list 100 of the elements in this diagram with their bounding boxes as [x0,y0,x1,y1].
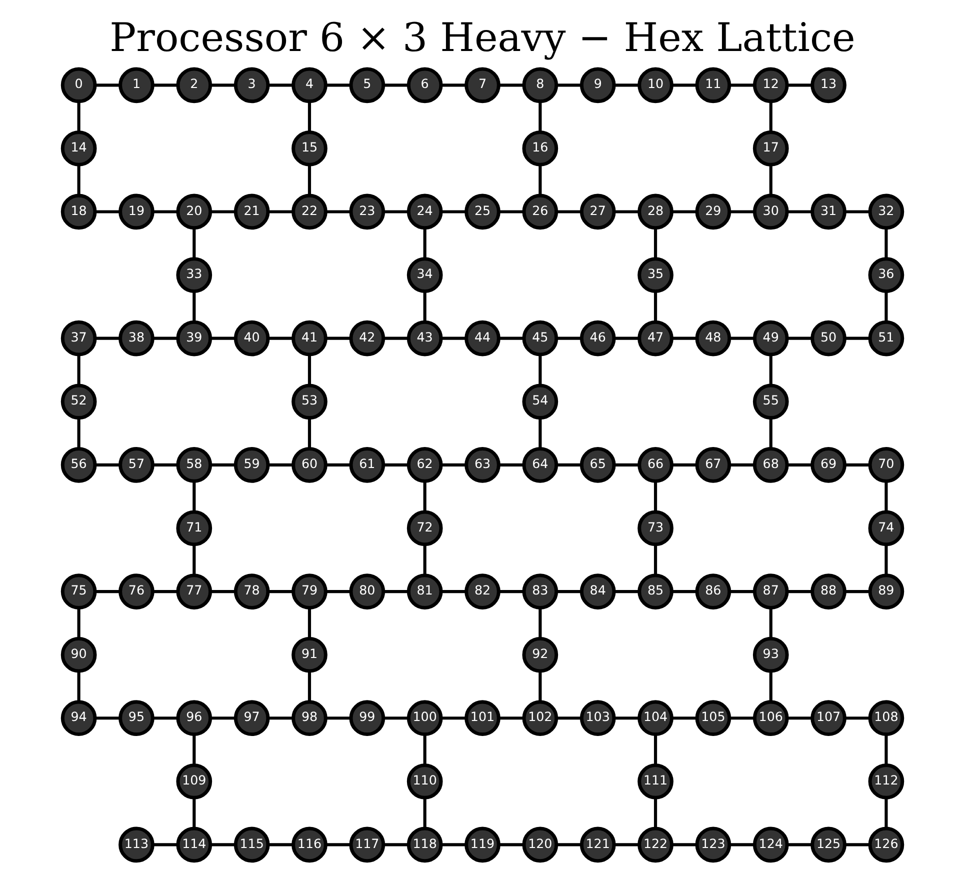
connector [268,716,293,720]
connector [307,102,311,132]
connector [152,590,178,594]
connector [307,418,311,448]
node-circle: 97 [233,700,270,736]
connector [268,210,293,214]
node-circle: 13 [810,67,846,104]
node-circle: 69 [810,447,846,483]
node-circle: 68 [752,447,788,483]
connector [422,544,426,576]
connector [884,734,888,765]
connector [768,165,772,196]
node-circle: 53 [291,384,327,420]
node-circle: 119 [464,826,500,863]
connector [440,716,466,720]
node-circle: 76 [118,574,154,610]
connector [192,292,196,322]
connector [614,716,639,720]
connector [152,843,178,846]
connector [671,336,696,340]
connector [556,84,582,87]
connector [440,463,466,466]
node-circle: 11 [694,67,731,104]
connector [192,482,196,512]
node-circle: 34 [406,257,442,293]
connector [556,463,582,466]
connector [844,210,870,214]
node-circle: 2 [176,67,212,104]
node-circle: 60 [291,447,327,483]
node-circle: 125 [810,826,846,863]
node-circle: 107 [810,700,846,736]
connector [498,590,524,594]
connector [325,843,350,846]
node-circle: 122 [637,826,673,863]
node-circle: 10 [637,67,673,104]
connector [325,590,350,594]
connector [152,463,178,466]
connector [786,843,812,846]
node-circle: 62 [406,447,442,483]
node-circle: 30 [752,194,788,230]
connector [498,336,524,340]
node-circle: 47 [637,320,673,356]
node-circle: 14 [60,130,96,166]
node-circle: 63 [464,447,500,483]
connector [538,608,542,638]
connector [556,210,582,214]
node-circle: 20 [176,194,212,230]
node-circle: 117 [348,826,385,863]
node-circle: 106 [752,700,788,736]
connector [76,672,80,702]
node-circle: 81 [406,574,442,610]
node-circle: 9 [579,67,616,104]
node-circle: 65 [579,447,616,483]
node-circle: 113 [118,826,154,863]
connector [614,590,639,594]
node-circle: 44 [464,320,500,356]
connector [614,463,639,466]
node-circle: 61 [348,447,385,483]
node-circle: 22 [291,194,327,230]
node-circle: 31 [810,194,846,230]
node-circle: 59 [233,447,270,483]
connector [884,544,888,576]
connector [884,228,888,259]
connector [884,292,888,322]
connector [382,336,408,340]
connector [192,544,196,576]
connector [382,463,408,466]
connector [382,84,408,87]
node-circle: 99 [348,700,385,736]
node-circle: 96 [176,700,212,736]
node-circle: 90 [60,636,96,673]
node-circle: 0 [60,67,96,104]
connector [671,843,696,846]
node-circle: 23 [348,194,385,230]
node-circle: 3 [233,67,270,104]
connector [440,210,466,214]
node-circle: 82 [464,574,500,610]
connector [614,336,639,340]
connector [382,210,408,214]
node-circle: 93 [752,636,788,673]
connector [76,355,80,386]
connector [538,672,542,702]
connector [538,165,542,196]
connector [210,590,236,594]
connector [653,798,657,828]
node-circle: 124 [752,826,788,863]
connector [152,716,178,720]
node-circle: 15 [291,130,327,166]
connector [152,336,178,340]
connector [382,590,408,594]
connector [614,843,639,846]
node-circle: 56 [60,447,96,483]
node-circle: 52 [60,384,96,420]
connector [94,210,120,214]
node-circle: 54 [522,384,558,420]
connector [210,716,236,720]
connector [653,734,657,765]
node-circle: 43 [406,320,442,356]
connector [94,84,120,87]
node-circle: 8 [522,67,558,104]
